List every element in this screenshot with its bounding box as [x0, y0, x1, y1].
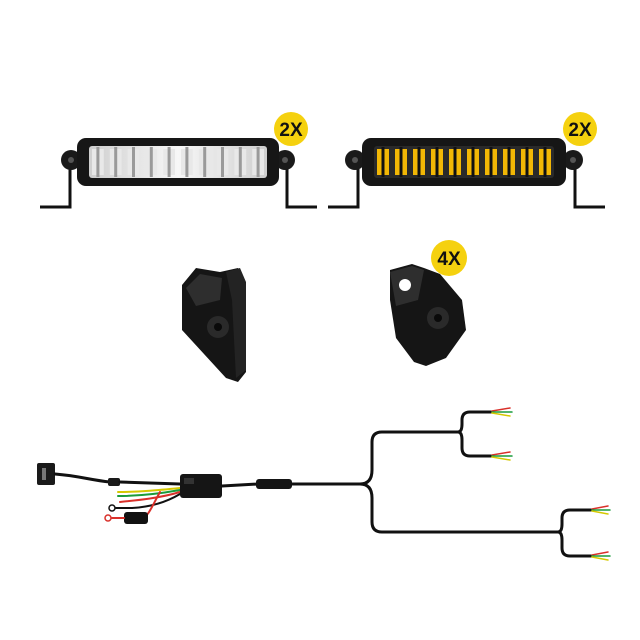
bracket-qty-label: 4X — [437, 249, 461, 270]
harness-output-lead-1 — [491, 407, 513, 417]
led-divider — [471, 147, 475, 177]
led-divider — [507, 147, 511, 177]
harness-inline-connector — [256, 479, 292, 489]
mounting-bracket-right: 4X — [390, 240, 467, 366]
led-divider — [435, 147, 439, 177]
amber-light-bar: 2X — [328, 112, 605, 209]
led-divider — [453, 147, 457, 177]
led-divider — [543, 147, 547, 177]
led-divider — [167, 147, 171, 177]
mounting-bracket-left — [182, 268, 246, 382]
led-divider — [489, 147, 493, 177]
amber-bar-qty-label: 2X — [568, 120, 592, 141]
led-divider — [381, 147, 385, 177]
harness-output-lead-4 — [591, 551, 611, 561]
amber-bar-right-foot — [573, 168, 605, 209]
bracket-right-slot — [399, 279, 411, 291]
led-divider — [96, 147, 100, 177]
led-divider — [132, 147, 135, 177]
led-divider — [149, 147, 153, 177]
harness-relay-box — [180, 474, 222, 498]
white-bar-led-segments — [92, 147, 264, 177]
white-bar-qty-label: 2X — [279, 120, 303, 141]
harness-ring-terminal-positive — [104, 514, 112, 522]
amber-bar-left-foot — [328, 168, 360, 209]
led-divider — [238, 147, 242, 177]
bracket-qty-badge — [431, 240, 467, 276]
led-divider — [114, 147, 118, 177]
led-divider — [221, 147, 224, 177]
white-bar-right-foot — [285, 168, 317, 209]
led-divider — [417, 147, 421, 177]
white-bar-left-foot — [40, 168, 72, 209]
white-bar-qty-badge — [274, 112, 308, 146]
led-divider — [185, 147, 189, 177]
amber-bar-qty-badge — [563, 112, 597, 146]
amber-bar-led-segments — [377, 147, 551, 177]
harness-fuse-holder — [124, 512, 148, 524]
led-divider — [203, 147, 207, 177]
wiring-harness — [37, 407, 611, 561]
harness-ring-terminal-ground — [108, 504, 116, 512]
white-light-bar: 2X — [40, 112, 317, 209]
led-divider — [256, 147, 260, 177]
harness-output-lead-2 — [491, 451, 513, 461]
led-divider — [525, 147, 529, 177]
led-divider — [399, 147, 403, 177]
harness-output-lead-3 — [591, 505, 611, 515]
